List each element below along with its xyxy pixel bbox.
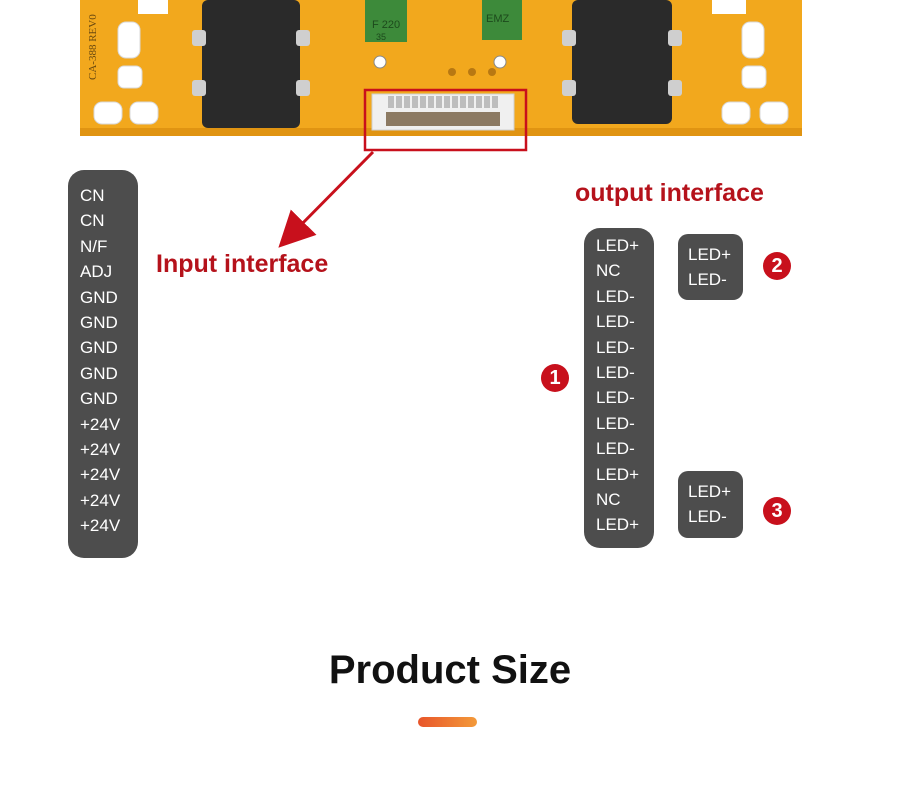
svg-text:EMZ: EMZ	[486, 13, 510, 25]
output-pin: LED-	[596, 286, 635, 306]
output-interface-label: output interface	[575, 179, 764, 207]
output-pin: LED-	[596, 362, 635, 382]
output-pin-list-2: LED+ LED-	[678, 234, 743, 300]
output-pin: NC	[596, 261, 621, 281]
output-pin: LED-	[596, 312, 635, 332]
output-group-number-2: 2	[763, 252, 791, 280]
input-pin: GND	[80, 338, 118, 358]
input-pin: CN	[80, 211, 105, 231]
input-pin: +24V	[80, 490, 121, 510]
input-pin-list: CN CN N/F ADJ GND GND GND GND GND +24V +…	[68, 170, 138, 558]
pcb-board-image: CA-388 REV0 F 220 35 EMZ	[80, 0, 802, 140]
output-pin-list-1: LED+ NC LED- LED- LED- LED- LED- LED- LE…	[584, 228, 654, 548]
input-pin: GND	[80, 389, 118, 409]
output-pin: LED-	[688, 507, 727, 527]
input-pin: GND	[80, 363, 118, 383]
output-pin: NC	[596, 489, 621, 509]
output-pin: LED+	[688, 245, 731, 264]
input-pin: CN	[80, 186, 105, 205]
input-pin: +24V	[80, 516, 121, 536]
input-pin: +24V	[80, 414, 121, 434]
output-pin: LED-	[596, 439, 635, 459]
title-accent-bar	[418, 717, 477, 727]
input-pin: +24V	[80, 439, 121, 459]
svg-text:CA-388 REV0: CA-388 REV0	[87, 14, 99, 80]
connector-callout	[278, 88, 528, 248]
input-pin: +24V	[80, 465, 121, 485]
svg-text:35: 35	[376, 32, 386, 42]
output-group-number-3: 3	[763, 497, 791, 525]
output-pin: LED+	[596, 236, 639, 255]
output-group-number-1: 1	[541, 364, 569, 392]
input-pin: GND	[80, 312, 118, 332]
output-pin: LED+	[596, 464, 639, 484]
svg-text:F 220: F 220	[372, 19, 400, 31]
section-title: Product Size	[328, 648, 572, 692]
connector-highlight-box	[363, 88, 528, 152]
output-pin: LED-	[596, 388, 635, 408]
output-pin: LED-	[688, 270, 727, 290]
input-interface-label: Input interface	[156, 250, 329, 278]
output-pin: LED+	[596, 515, 639, 535]
input-pin: N/F	[80, 236, 108, 256]
output-pin: LED+	[688, 482, 731, 501]
input-pin: ADJ	[80, 262, 113, 282]
output-pin: LED-	[596, 413, 635, 433]
callout-arrow	[278, 150, 375, 248]
output-pin: LED-	[596, 337, 635, 357]
input-pin: GND	[80, 287, 118, 307]
output-pin-list-3: LED+ LED-	[678, 471, 743, 538]
